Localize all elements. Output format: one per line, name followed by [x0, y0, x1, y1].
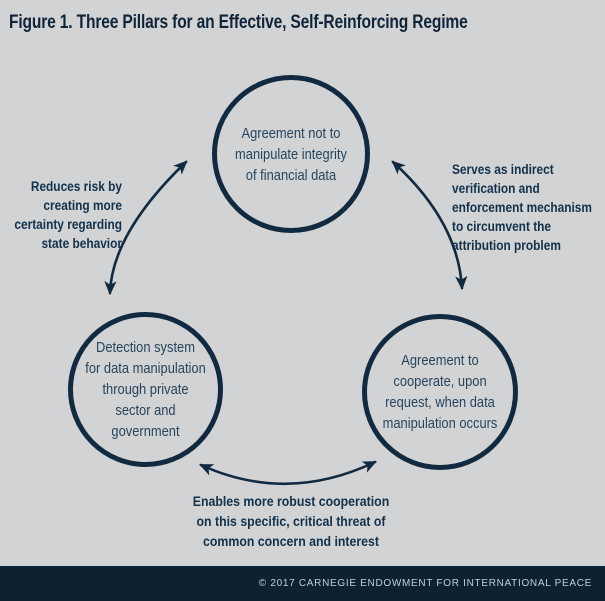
pillar-bottom-right-text: Agreement to cooperate, upon request, wh…: [382, 352, 498, 432]
arrow-bottom-bidirectional: [199, 460, 377, 486]
pillar-circle-bottom-left: Detection system for data manipulation t…: [68, 312, 223, 467]
figure-title: Figure 1. Three Pillars for an Effective…: [9, 12, 468, 33]
pillar-bottom-left-text: Detection system for data manipulation t…: [85, 339, 206, 440]
copyright-footer: © 2017 CARNEGIE ENDOWMENT FOR INTERNATIO…: [0, 566, 605, 601]
pillar-circle-bottom-right: Agreement to cooperate, upon request, wh…: [362, 314, 518, 470]
pillar-circle-top: Agreement not to manipulate integrity of…: [212, 75, 370, 233]
pillar-top-text: Agreement not to manipulate integrity of…: [235, 124, 347, 184]
annotation-right: Serves as indirect verification and enfo…: [452, 162, 592, 253]
annotation-left: Reduces risk by creating more certainty …: [14, 179, 122, 251]
annotation-bottom: Enables more robust cooperation on this …: [192, 493, 390, 549]
